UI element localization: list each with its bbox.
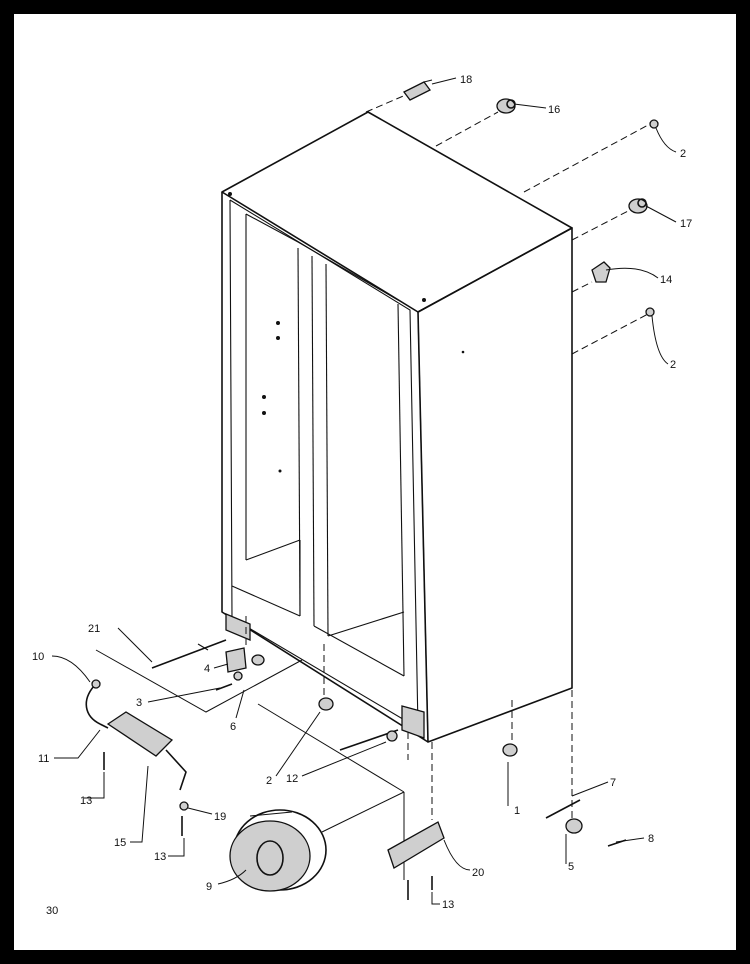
part-9-drain-pan [229,809,327,892]
dashed-guide-lines [245,93,651,820]
refrigerator-cabinet [221,111,573,743]
part-1-roller [502,743,518,757]
label-2-roller: 2 [266,775,272,787]
part-10-11-15-drain-tube [85,679,187,791]
part-19-clip [179,801,189,811]
label-9: 9 [206,881,212,893]
part-2-side-screw [645,307,655,317]
label-14: 14 [660,274,672,286]
part-roller-left [251,654,265,666]
part-13-screws-plate [407,876,433,900]
label-16: 16 [548,104,560,116]
label-4: 4 [204,663,210,675]
part-2-top-screw [649,119,659,129]
label-13-plate: 13 [442,899,454,911]
part-7-screw [545,799,581,819]
label-21: 21 [88,623,100,635]
label-5: 5 [568,861,574,873]
label-8: 8 [648,833,654,845]
label-19: 19 [214,811,226,823]
page-number: 30 [46,905,58,917]
label-18: 18 [460,74,472,86]
part-3-screw [215,683,233,691]
label-leaders [51,77,677,905]
part-12-screw [339,729,399,751]
label-10: 10 [32,651,44,663]
label-1: 1 [514,805,520,817]
label-17: 17 [680,218,692,230]
part-20-kick-plate [387,821,445,869]
part-labels: 18 16 2 17 14 2 21 10 4 3 6 2 11 12 1 7 … [32,74,692,917]
part-17-plug [628,198,648,214]
part-5-cap [565,818,583,834]
label-12: 12 [286,773,298,785]
part-18-hinge-pin [403,79,433,101]
part-21-rod [151,639,227,669]
part-14-bracket [591,261,611,283]
label-13-left: 13 [80,795,92,807]
label-13-bottom: 13 [154,851,166,863]
label-15: 15 [114,837,126,849]
label-20: 20 [472,867,484,879]
label-3: 3 [136,697,142,709]
diagram-sheet [14,14,736,950]
label-2-side: 2 [670,359,676,371]
label-6: 6 [230,721,236,733]
part-4-valve [225,647,247,681]
label-7: 7 [610,777,616,789]
label-11: 11 [38,753,49,765]
part-2-roller [318,697,334,711]
label-2-top: 2 [680,148,686,160]
guide-lines [95,649,405,880]
part-16-plug [496,98,516,114]
